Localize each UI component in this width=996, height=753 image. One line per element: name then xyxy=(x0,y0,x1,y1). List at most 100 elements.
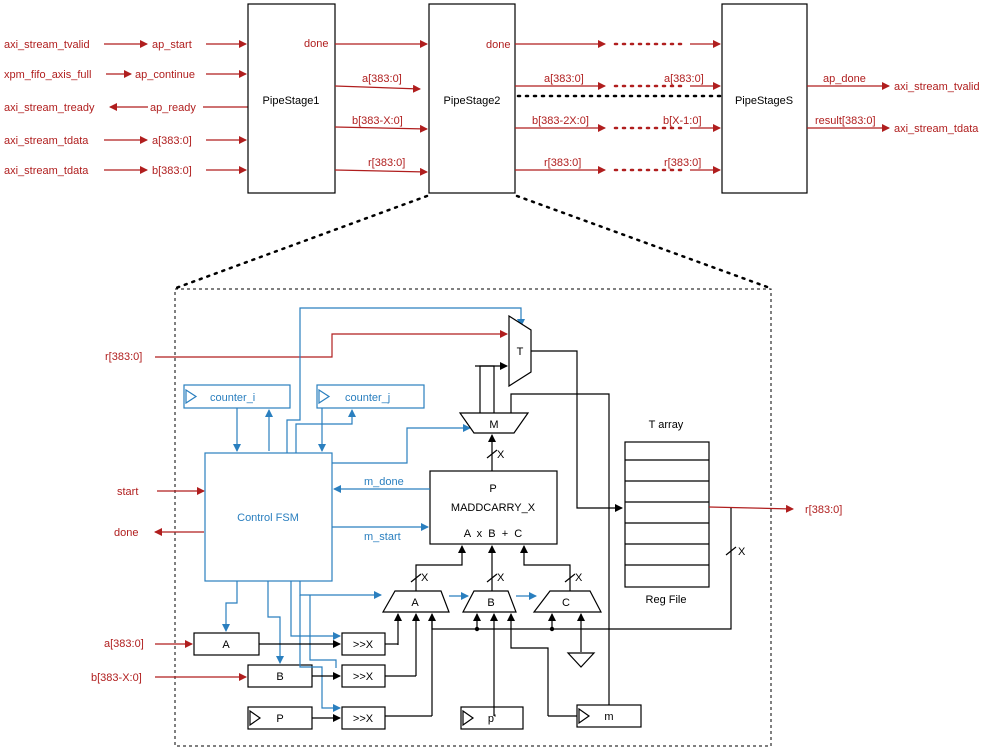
arrow xyxy=(510,393,613,723)
a-in-label: a[383:0] xyxy=(104,638,144,650)
input-tready-label: axi_stream_tready xyxy=(4,102,95,114)
junction-dot xyxy=(474,626,480,632)
ap-continue-label: ap_continue xyxy=(135,69,195,81)
mux-b xyxy=(462,590,517,613)
shifter-b-label: >>X xyxy=(353,671,374,683)
pipe-stage-1-label: PipeStage1 xyxy=(263,95,320,107)
r-out-label: r[383:0] xyxy=(805,504,842,516)
reg-p-prime xyxy=(460,706,524,730)
arrow xyxy=(299,595,341,712)
sS-r-in-label: r[383:0] xyxy=(664,157,701,169)
r-in-label: r[383:0] xyxy=(105,351,142,363)
pipe-stage-1 xyxy=(247,3,336,194)
arrow xyxy=(290,581,341,640)
clock-icon xyxy=(318,388,331,405)
input-fifo-full-label: xpm_fifo_axis_full xyxy=(4,69,91,81)
mux-c-label: C xyxy=(562,597,570,609)
maddcarry-p-label: P xyxy=(489,483,496,495)
mux-a-label: A xyxy=(411,597,419,609)
t-array-rows xyxy=(625,459,709,566)
m-start-label: m_start xyxy=(364,531,401,543)
reg-a-label: A xyxy=(222,639,230,651)
s2-a-out-label: a[383:0] xyxy=(544,73,584,85)
ap-start-label: ap_start xyxy=(152,39,192,51)
output-tvalid-label: axi_stream_tvalid xyxy=(894,81,980,93)
b-in-label: b[383-X:0] xyxy=(91,672,142,684)
t-array-label: T array xyxy=(649,419,684,431)
arrow xyxy=(334,167,428,176)
mux-m-label: M xyxy=(489,419,498,431)
stage-detail: r[383:0] start done a[383:0] b[383-X:0] … xyxy=(91,288,842,747)
zoom-line-right xyxy=(515,194,772,290)
bus-slash xyxy=(486,449,498,459)
r-out-arrow xyxy=(708,504,794,513)
bus-slash xyxy=(486,573,498,583)
counter-j xyxy=(316,384,425,409)
output-tdata-label: axi_stream_tdata xyxy=(894,123,979,135)
arrow xyxy=(334,84,421,93)
mux-t-label: T xyxy=(517,346,524,358)
s1-b-label: b[383:0] xyxy=(152,165,192,177)
control-fsm xyxy=(204,452,333,582)
mux-t xyxy=(508,314,532,388)
s1-r-out-label: r[383:0] xyxy=(368,157,405,169)
r-wire xyxy=(155,330,508,358)
wire xyxy=(475,365,495,413)
bus-x-label: X xyxy=(421,572,429,584)
clock-icon xyxy=(578,707,591,725)
zoom-line-left xyxy=(174,194,429,290)
ground-icon xyxy=(566,652,596,668)
bus-x-label: X xyxy=(497,572,505,584)
clock-icon xyxy=(249,709,262,727)
arrow xyxy=(334,124,428,133)
control-fsm-label: Control FSM xyxy=(237,512,299,524)
mux-c xyxy=(532,590,602,613)
s2-r-out-label: r[383:0] xyxy=(544,157,581,169)
reg-p-label: P xyxy=(276,713,283,725)
arrow xyxy=(295,409,356,453)
bus-slash xyxy=(725,546,737,556)
input-tvalid-label: axi_stream_tvalid xyxy=(4,39,90,51)
bus-x-label: X xyxy=(497,449,505,461)
m-done-label: m_done xyxy=(364,476,404,488)
mux-m xyxy=(458,412,530,434)
shifter-a-label: >>X xyxy=(353,639,374,651)
wire xyxy=(309,595,337,668)
ap-done-label: ap_done xyxy=(823,73,866,85)
arrow xyxy=(332,424,471,464)
junction-dot xyxy=(549,626,555,632)
s2-b-out-label: b[383-2X:0] xyxy=(532,115,589,127)
arrow xyxy=(507,613,549,716)
t-array xyxy=(624,441,710,588)
counter-j-label: counter_j xyxy=(345,392,390,404)
s1-a-out-label: a[383:0] xyxy=(362,73,402,85)
s1-done-label: done xyxy=(304,38,328,50)
reg-file-label: Reg File xyxy=(646,594,687,606)
maddcarry-block xyxy=(429,470,558,545)
s1-b-out-label: b[383-X:0] xyxy=(352,115,403,127)
bus-x-label: X xyxy=(575,572,583,584)
maddcarry-name: MADDCARRY_X xyxy=(451,502,536,514)
clock-icon xyxy=(185,388,198,405)
arrow xyxy=(299,581,382,599)
arrow xyxy=(267,581,284,664)
reg-b-label: B xyxy=(276,671,283,683)
s1-a-label: a[383:0] xyxy=(152,135,192,147)
input-tdata-b-label: axi_stream_tdata xyxy=(4,165,89,177)
ap-ready-label: ap_ready xyxy=(150,102,196,114)
shifter-p-label: >>X xyxy=(353,713,374,725)
pipe-stage-s xyxy=(721,3,808,194)
input-tdata-a-label: axi_stream_tdata xyxy=(4,135,89,147)
sS-a-in-label: a[383:0] xyxy=(664,73,704,85)
detail-frame xyxy=(174,288,772,747)
arrow xyxy=(531,350,623,512)
arrow xyxy=(222,581,238,632)
bus-slash xyxy=(564,573,576,583)
pipe-stage-s-label: PipeStageS xyxy=(735,95,793,107)
mux-a xyxy=(381,590,450,613)
pipe-stage-2-label: PipeStage2 xyxy=(444,95,501,107)
done-label: done xyxy=(114,527,138,539)
bus-slash xyxy=(410,573,422,583)
arrow xyxy=(286,307,525,453)
